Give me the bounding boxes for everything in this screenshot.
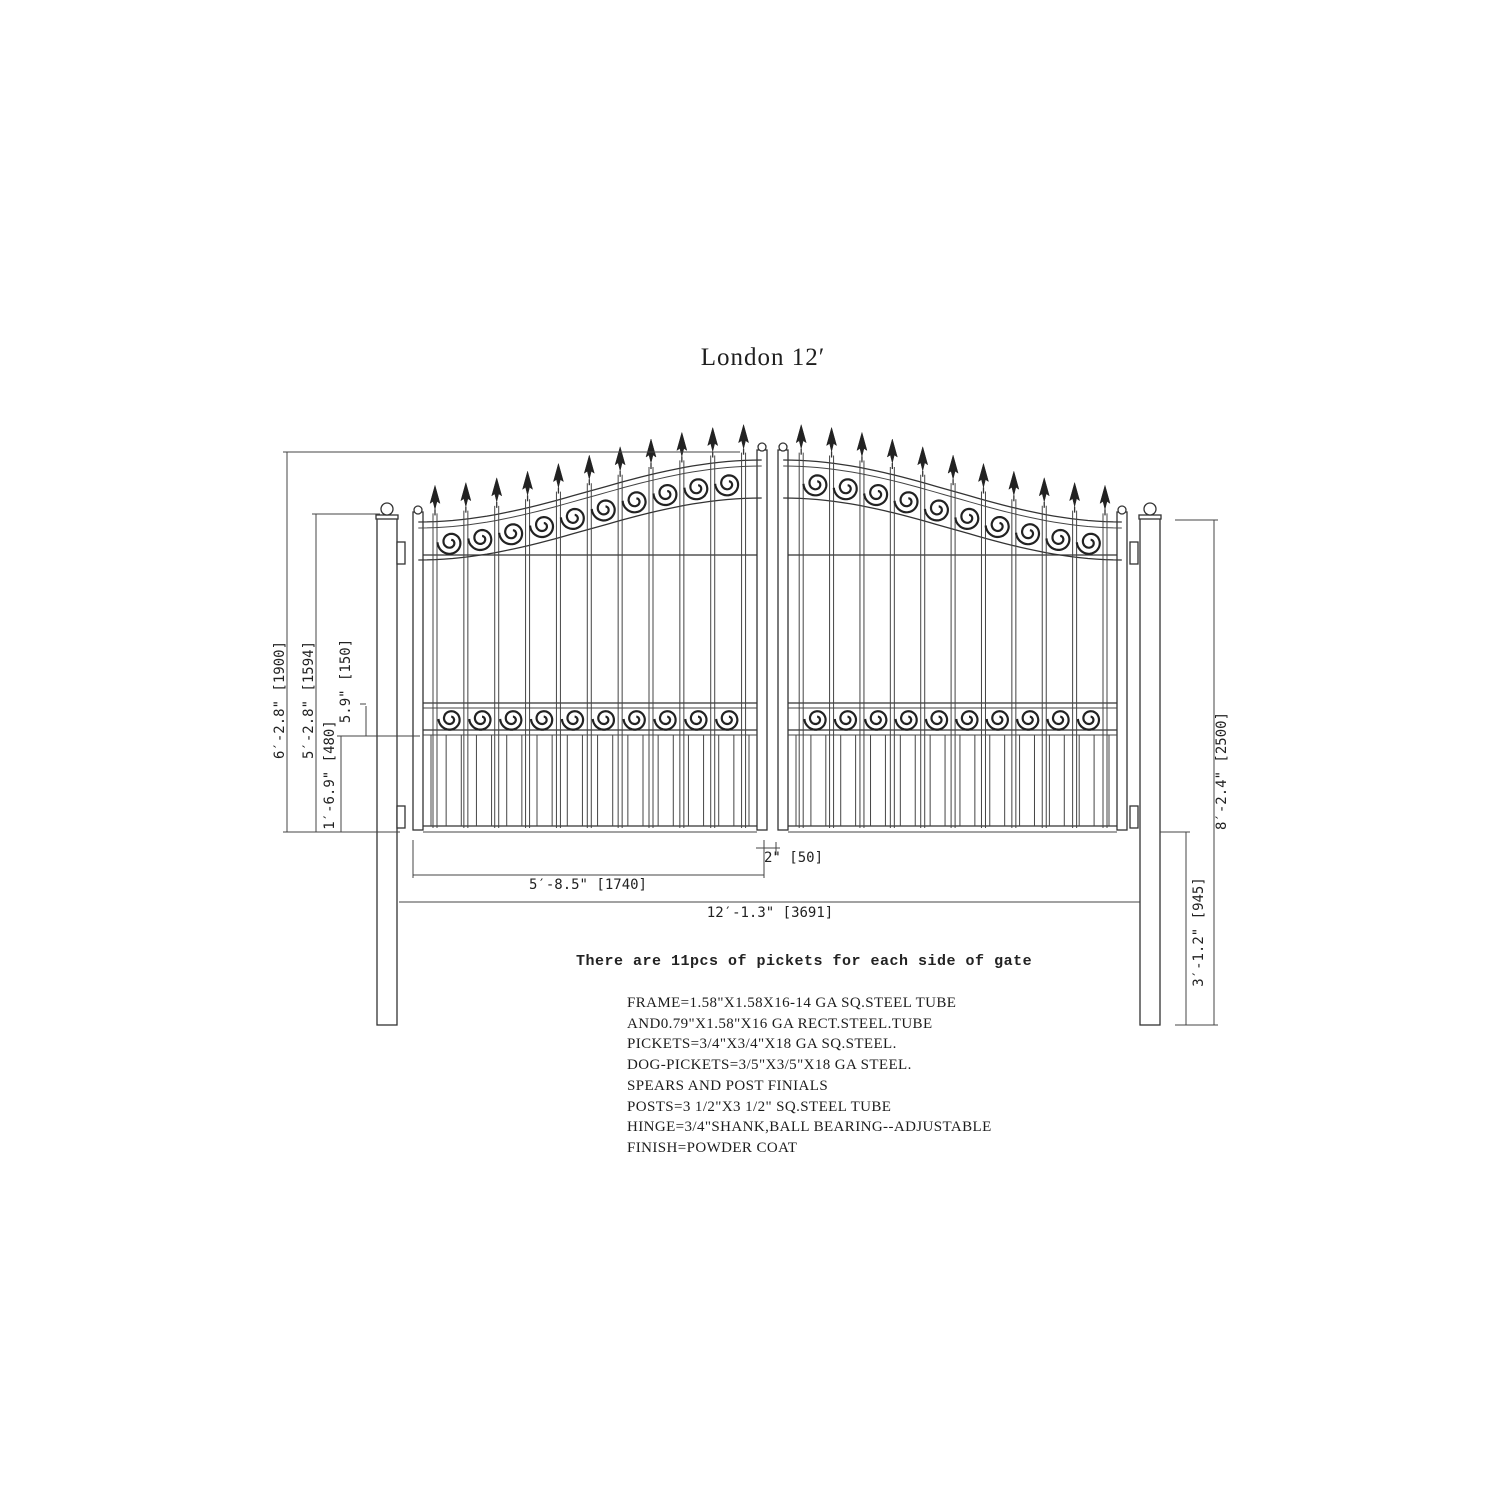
- dim-leaf-width: 5′-8.5" [1740]: [529, 877, 647, 893]
- scroll-ornament-icon: [985, 710, 1010, 731]
- spear-icon: [1069, 481, 1081, 507]
- scroll-ornament-icon: [1076, 710, 1101, 731]
- spear-icon: [917, 445, 929, 471]
- spear-icon: [795, 423, 807, 449]
- spear-icon: [886, 438, 898, 464]
- spear-icon: [645, 438, 657, 464]
- spear-icon: [947, 454, 959, 480]
- scroll-ornament-icon: [802, 474, 828, 497]
- post: [376, 516, 398, 1026]
- hinge-icon: [396, 541, 406, 565]
- spear-icon: [429, 484, 441, 510]
- dim-post-height: 8′-2.4" [2500]: [1214, 712, 1230, 830]
- dimension-lines: [283, 451, 1218, 1026]
- scroll-ornament-icon: [1075, 532, 1101, 555]
- scroll-ornament-icon: [529, 710, 554, 731]
- scroll-ornament-icon: [1014, 523, 1041, 546]
- scroll-ornament-icon: [864, 710, 888, 731]
- posts: [375, 502, 1162, 1026]
- scroll-ornament-icon: [499, 710, 523, 731]
- scroll-ornament-icon: [954, 507, 980, 531]
- scroll-ornament-icon: [621, 491, 647, 514]
- spear-icon: [738, 423, 749, 449]
- spear-icon: [826, 426, 837, 452]
- scroll-ornament-icon: [559, 507, 585, 530]
- hinge-icon: [396, 805, 406, 829]
- hinge-icon: [1129, 805, 1139, 829]
- dim-overall-width: 12′-1.3" [3691]: [707, 905, 833, 921]
- scroll-ornament-icon: [622, 710, 646, 731]
- scroll-ornament-icon: [833, 710, 858, 731]
- picket-count-note: There are 11pcs of pickets for each side…: [576, 953, 1033, 970]
- drawing-title: London 12′: [700, 344, 826, 371]
- scroll-ornament-icon: [467, 528, 493, 552]
- spec-posts: POSTS=3 1/2"X3 1/2" SQ.STEEL TUBE: [627, 1098, 892, 1115]
- dim-center-gap: 2" [50]: [764, 850, 823, 866]
- post-finial-icon: [380, 502, 394, 516]
- scroll-ornament-icon: [684, 710, 708, 731]
- scroll-ornament-icon: [715, 710, 739, 731]
- spear-icon: [553, 462, 564, 488]
- scroll-ornament-icon: [924, 710, 949, 731]
- spear-icon: [978, 462, 989, 488]
- scroll-ornament-icon: [893, 491, 919, 514]
- specifications-list: FRAME=1.58"X1.58X16-14 GA SQ.STEEL TUBE …: [627, 993, 992, 1159]
- scroll-ornament-icon: [923, 499, 950, 522]
- scroll-ornament-icon: [984, 516, 1010, 539]
- dim-scroll-band: 5.9" [150]: [338, 639, 354, 723]
- scroll-ornament-icon: [1015, 710, 1040, 731]
- right-gate-leaf: [777, 423, 1128, 833]
- spear-icon: [1008, 470, 1020, 496]
- post-finial-icon: [1143, 502, 1157, 516]
- spec-frame-rect: AND0.79"X1.58"X16 GA RECT.STEEL.TUBE: [627, 1015, 933, 1032]
- spec-finish: FINISH=POWDER COAT: [627, 1139, 798, 1156]
- spear-icon: [491, 476, 503, 502]
- spec-pickets: PICKETS=3/4"X3/4"X18 GA SQ.STEEL.: [627, 1036, 897, 1053]
- dim-post-embed: 3′-1.2" [945]: [1191, 877, 1207, 987]
- scroll-ornament-icon: [591, 710, 616, 731]
- scroll-ornament-icon: [436, 532, 462, 555]
- spear-icon: [1099, 484, 1111, 510]
- spear-icon: [676, 431, 688, 457]
- scroll-ornament-icon: [894, 710, 918, 731]
- spear-icon: [460, 481, 472, 507]
- spec-spears: SPEARS AND POST FINIALS: [627, 1077, 829, 1094]
- scroll-ornament-icon: [1045, 528, 1071, 551]
- scroll-ornament-icon: [1046, 710, 1070, 731]
- spear-icon: [522, 470, 533, 496]
- left-gate-leaf: [412, 423, 768, 833]
- spec-frame: FRAME=1.58"X1.58X16-14 GA SQ.STEEL TUBE: [627, 995, 957, 1011]
- scroll-ornament-icon: [863, 483, 889, 507]
- spear-icon: [856, 431, 868, 457]
- scroll-ornament-icon: [437, 710, 461, 731]
- scroll-ornament-icon: [832, 478, 858, 501]
- scroll-ornament-icon: [652, 483, 678, 507]
- dim-gate-height: 5′-2.8" [1594]: [301, 641, 317, 759]
- spec-dog-pickets: DOG-PICKETS=3/5"X3/5"X18 GA STEEL.: [627, 1057, 912, 1074]
- scroll-ornament-icon: [653, 710, 677, 731]
- hinge-icon: [1129, 541, 1139, 565]
- spec-hinge: HINGE=3/4"SHANK,BALL BEARING--ADJUSTABLE: [627, 1119, 992, 1136]
- scroll-ornament-icon: [498, 523, 524, 546]
- scroll-ornament-icon: [560, 710, 585, 731]
- scroll-ornament-icon: [714, 474, 740, 497]
- scroll-ornament-icon: [803, 710, 827, 731]
- post: [1139, 516, 1161, 1026]
- spear-icon: [707, 426, 719, 452]
- scroll-ornament-icon: [955, 710, 979, 731]
- dim-overall-height: 6′-2.8" [1900]: [272, 641, 288, 759]
- scroll-ornament-icon: [468, 710, 492, 731]
- scroll-ornament-icon: [528, 515, 555, 539]
- spear-icon: [583, 454, 595, 480]
- scroll-ornament-icon: [590, 499, 616, 522]
- scroll-ornament-icon: [683, 478, 709, 501]
- dim-lower-rail: 1′-6.9" [480]: [322, 720, 338, 830]
- spear-icon: [614, 445, 626, 471]
- spear-icon: [1038, 476, 1050, 502]
